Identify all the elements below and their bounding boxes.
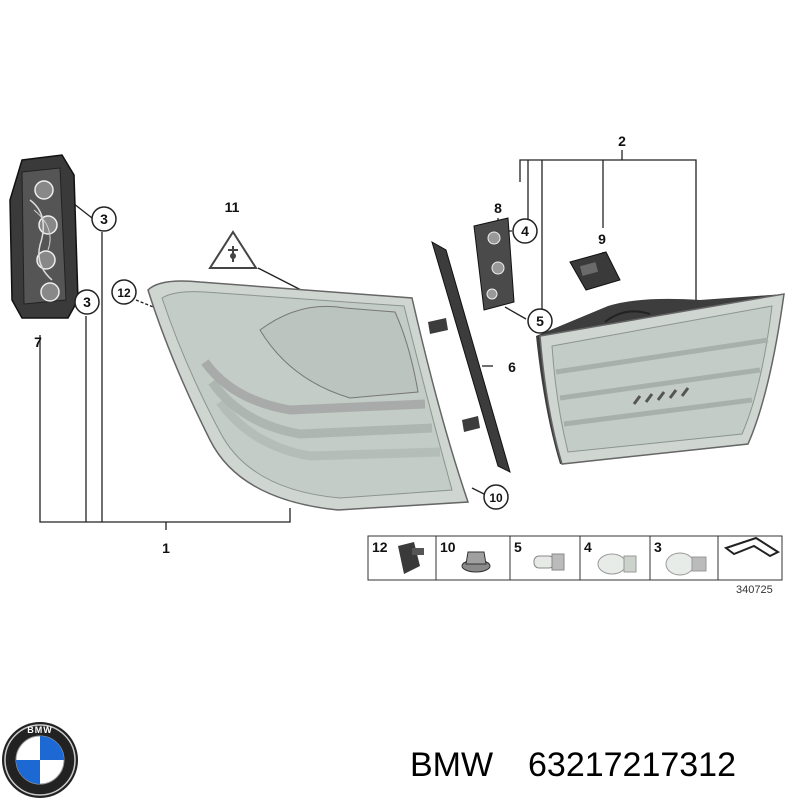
callout-2: 2 <box>618 133 626 149</box>
wedge-bulb-icon <box>597 553 637 575</box>
inner-tail-light-part-2 <box>536 293 785 465</box>
callouts: 1 2 7 8 9 11 6 3 3 4 5 10 12 <box>34 133 626 556</box>
svg-text:3: 3 <box>83 294 91 310</box>
bayonet-bulb-icon <box>665 552 707 576</box>
callout-11: 11 <box>225 199 240 215</box>
callout-5: 5 <box>527 308 553 334</box>
svg-text:4: 4 <box>521 223 529 239</box>
callout-9: 9 <box>598 231 606 247</box>
callout-4: 4 <box>512 218 538 244</box>
callout-3-lower: 3 <box>74 289 100 315</box>
reference-number: 340725 <box>736 584 773 596</box>
callout-3-upper: 3 <box>91 206 117 232</box>
svg-text:12: 12 <box>117 286 131 300</box>
callout-6: 6 <box>508 359 516 375</box>
svg-text:5: 5 <box>536 313 544 329</box>
bmw-logo-icon: BMW <box>2 722 78 798</box>
gasket-part-6 <box>428 240 511 473</box>
connector-part-9 <box>569 251 621 291</box>
clip-icon <box>398 542 424 574</box>
legend-number-3: 3 <box>654 539 662 555</box>
legend-number-12: 12 <box>372 539 388 555</box>
legend-number-5: 5 <box>514 539 522 555</box>
svg-text:10: 10 <box>489 491 503 505</box>
callout-1: 1 <box>162 540 170 556</box>
logo-text: BMW <box>27 725 53 735</box>
small-bulb-icon <box>533 553 565 571</box>
arrow-icon <box>723 536 781 558</box>
svg-text:3: 3 <box>100 211 108 227</box>
parts-legend: 12 10 5 4 3 <box>367 535 783 581</box>
callout-12: 12 <box>111 279 137 305</box>
outer-tail-light-part-1 <box>147 280 470 511</box>
nut-icon <box>461 551 491 573</box>
callout-8: 8 <box>494 200 502 216</box>
bulb-holder-part-7 <box>9 154 79 319</box>
part-number: 63217217312 <box>528 746 736 784</box>
warning-triangle-icon <box>208 230 258 269</box>
legend-number-4: 4 <box>584 539 592 555</box>
brand-name: BMW <box>410 746 493 784</box>
leader-lines <box>39 150 697 530</box>
callout-7: 7 <box>34 334 42 350</box>
callout-10: 10 <box>483 484 509 510</box>
bulb-carrier-part-8 <box>473 217 515 311</box>
legend-number-10: 10 <box>440 539 456 555</box>
